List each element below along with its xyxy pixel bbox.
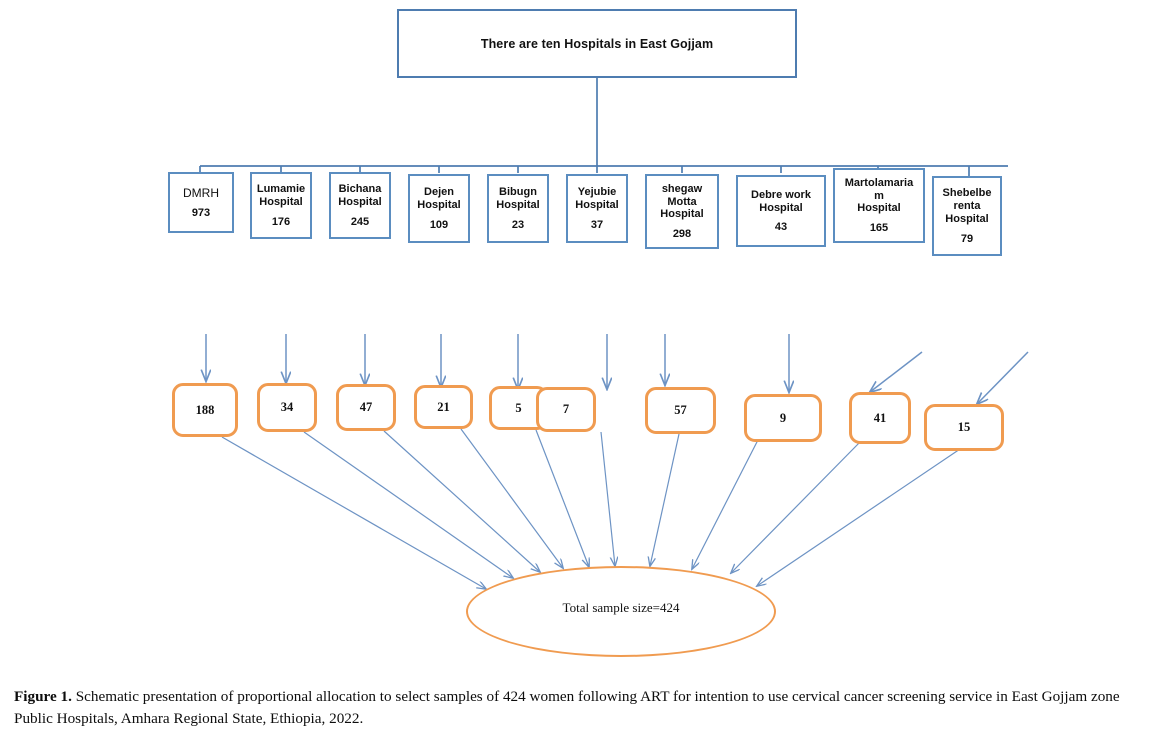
sample-value: 5 <box>515 400 522 415</box>
hospital-name: DMRH <box>183 185 219 200</box>
hospital-box-martolamariam: Martolamaria m Hospital 165 <box>833 168 925 243</box>
hospital-count: 165 <box>869 222 889 235</box>
sample-box-7: 57 <box>645 387 716 434</box>
sample-box-3: 47 <box>336 384 396 431</box>
hospital-count: 298 <box>672 228 692 241</box>
sample-box-4: 21 <box>414 385 473 429</box>
hospital-name: Bibugn Hospital <box>496 186 540 211</box>
hospital-name: Martolamaria m Hospital <box>844 176 914 215</box>
hospital-count: 176 <box>271 215 291 228</box>
hospital-box-dmrh: DMRH 973 <box>168 172 234 233</box>
sample-box-9: 41 <box>849 392 911 444</box>
hospital-box-shegaw-motta: shegaw Motta Hospital 298 <box>645 174 719 249</box>
sample-value: 188 <box>195 402 215 417</box>
total-sample-label: Total sample size=424 <box>562 599 680 615</box>
hospital-count: 245 <box>350 215 370 228</box>
sample-value: 21 <box>437 399 450 414</box>
hospital-box-lumamie: Lumamie Hospital 176 <box>250 172 312 239</box>
hospital-box-debre-work: Debre work Hospital 43 <box>736 175 826 247</box>
hospital-name: Dejen Hospital <box>417 186 461 211</box>
hospital-box-yejubie: Yejubie Hospital 37 <box>566 174 628 243</box>
sample-value: 9 <box>779 410 787 425</box>
sample-box-10: 15 <box>924 404 1004 451</box>
root-box-label: There are ten Hospitals in East Gojjam <box>480 36 714 51</box>
hospital-name: Debre work Hospital <box>751 188 811 214</box>
caption-text: Schematic presentation of proportional a… <box>14 688 1120 727</box>
hospital-count: 43 <box>774 221 788 234</box>
sample-value: 41 <box>873 410 887 425</box>
sample-value: 15 <box>957 420 971 434</box>
sample-value: 34 <box>280 400 294 414</box>
convergence-arrows <box>221 428 964 589</box>
hospital-name: Yejubie Hospital <box>575 186 619 211</box>
hospital-box-bibugn: Bibugn Hospital 23 <box>487 174 549 243</box>
sample-box-8: 9 <box>744 394 822 442</box>
hospital-name: Bichana Hospital <box>338 183 382 208</box>
sample-value: 7 <box>562 402 570 416</box>
hospital-count: 109 <box>429 218 449 231</box>
hospital-name: shegaw Motta Hospital <box>660 182 704 221</box>
root-box: There are ten Hospitals in East Gojjam <box>397 9 797 78</box>
hospital-count: 37 <box>590 218 604 231</box>
hospital-count: 23 <box>511 218 525 231</box>
sample-box-6: 7 <box>536 387 596 432</box>
sample-box-1: 188 <box>172 383 238 437</box>
tree-connector <box>199 78 1008 176</box>
sample-value: 57 <box>674 403 687 417</box>
sample-box-2: 34 <box>257 383 317 432</box>
hospital-count: 973 <box>191 207 211 220</box>
hospital-name: Lumamie Hospital <box>256 183 306 208</box>
hospital-box-dejen: Dejen Hospital 109 <box>408 174 470 243</box>
allocation-arrows <box>206 334 1029 404</box>
figure-caption: Figure 1. Schematic presentation of prop… <box>14 686 1160 729</box>
hospital-count: 79 <box>960 232 974 245</box>
total-sample-ellipse: Total sample size=424 <box>466 566 776 657</box>
hospital-box-bichana: Bichana Hospital 245 <box>329 172 391 239</box>
hospital-box-shebelberenta: Shebelbe renta Hospital 79 <box>932 176 1002 256</box>
hospital-name: Shebelbe renta Hospital <box>942 187 992 225</box>
caption-prefix: Figure 1. <box>14 688 72 705</box>
sample-value: 47 <box>359 400 373 414</box>
